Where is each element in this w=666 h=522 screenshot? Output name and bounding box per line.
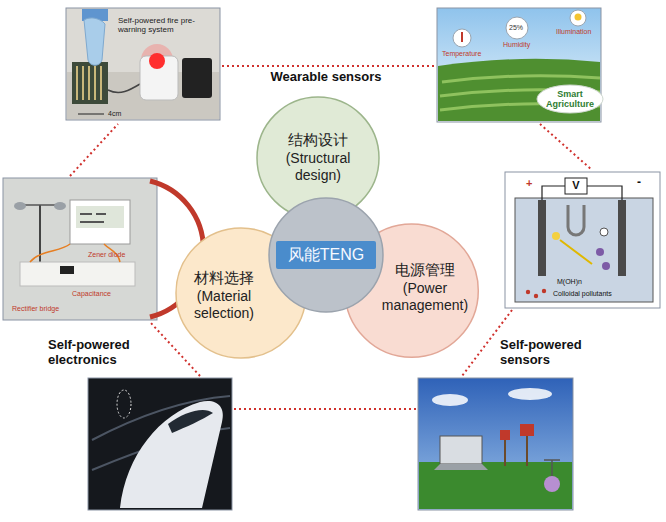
- scale-bar: [78, 114, 104, 115]
- component-label: Zener diode: [88, 251, 125, 259]
- thermometer: [461, 32, 463, 42]
- sensor-label: Humidity: [503, 41, 530, 49]
- temperature-icon: [453, 29, 471, 47]
- pollutant: [534, 294, 538, 298]
- core-circle: 风能TENG: [268, 197, 384, 313]
- display-screen: [76, 206, 124, 228]
- agriculture-photo: [437, 8, 603, 122]
- electrode: [538, 200, 546, 276]
- crop-rows: [440, 76, 600, 110]
- photo-frame: [505, 172, 660, 308]
- node-subtitle: (Structural design): [274, 150, 362, 185]
- node-title: 结构设计: [288, 131, 348, 150]
- ion-arrow: [560, 240, 592, 264]
- photo-frame: [66, 8, 220, 120]
- turbine: [544, 476, 560, 492]
- train-body: [120, 401, 223, 508]
- photo-frame: [418, 378, 573, 510]
- anemometer-photo: [3, 178, 203, 320]
- sensor-scene-photo: [418, 378, 573, 510]
- cloud: [508, 388, 552, 400]
- label-cloud: [537, 85, 603, 113]
- polarity-sign: +: [526, 177, 532, 190]
- sensor-device: [520, 424, 534, 436]
- text-group: 电源管理(Power management): [379, 261, 471, 315]
- wire: [108, 84, 140, 92]
- posts: [505, 436, 527, 466]
- pollutant: [542, 289, 546, 293]
- photo-frame: [437, 8, 601, 122]
- finger: [84, 18, 105, 65]
- dotted-link: [540, 124, 592, 170]
- ion: [596, 248, 604, 256]
- core-chip-text: 风能TENG: [276, 241, 376, 269]
- cup-arm: [22, 204, 58, 206]
- category-label: Self-powered electronics: [48, 338, 152, 368]
- red-light: [149, 53, 165, 69]
- cloud: [432, 394, 468, 406]
- polarity-sign: -: [637, 176, 641, 190]
- laptop-base: [434, 464, 488, 470]
- text-group: 材料选择(Material selection): [188, 269, 260, 323]
- component: [60, 266, 74, 274]
- node-subtitle: (Power management): [379, 280, 471, 315]
- electrode-strips: [77, 66, 101, 100]
- photo-frame: [88, 378, 232, 510]
- node-title: 电源管理: [395, 261, 455, 280]
- value-label: 25%: [509, 24, 523, 32]
- mast: [39, 205, 41, 262]
- bulb: [575, 14, 582, 21]
- category-label: Wearable sensors: [261, 70, 391, 85]
- display-box: [70, 200, 130, 244]
- text-group: 风能TENG: [276, 241, 376, 269]
- illumination-icon: [570, 10, 586, 26]
- train-window: [168, 410, 213, 433]
- voltmeter: [565, 178, 587, 194]
- scale-label: 4cm: [108, 110, 121, 118]
- ion: [552, 232, 560, 240]
- ion: [600, 228, 608, 236]
- container: [515, 198, 653, 302]
- sensor-board: [72, 62, 108, 104]
- sensor-label: Temperature: [442, 50, 481, 58]
- u-tube: [568, 205, 584, 235]
- anemometer: [544, 460, 560, 476]
- battery: [182, 58, 212, 98]
- grass: [419, 462, 572, 509]
- sensor-label: Illumination: [556, 28, 591, 36]
- train-photo: [88, 378, 232, 510]
- dotted-link: [234, 408, 416, 410]
- breadboard: [20, 262, 135, 286]
- photo-frame: [3, 178, 157, 320]
- component-label: Capacitance: [72, 290, 111, 298]
- meter-label: V: [565, 179, 587, 192]
- electrolysis-photo: [505, 172, 660, 308]
- cup: [14, 202, 26, 210]
- pollutant: [526, 290, 530, 294]
- node-subtitle: (Material selection): [188, 288, 260, 323]
- photo-caption: Self-powered fire pre-warning system: [118, 16, 216, 34]
- badge-label: Smart Agriculture: [545, 89, 595, 110]
- dotted-link: [70, 124, 118, 176]
- node-title: 材料选择: [194, 269, 254, 288]
- electrode: [618, 200, 626, 276]
- chemical-label: Colloidal pollutants: [553, 290, 612, 298]
- ion: [602, 262, 610, 270]
- cup: [54, 202, 66, 210]
- circle-shape: [269, 198, 383, 312]
- sensor-device: [500, 430, 510, 440]
- chemical-label: M(OH)n: [557, 278, 582, 286]
- dotted-link: [222, 65, 435, 67]
- digits: [80, 214, 106, 222]
- fire-warning-photo: [66, 8, 220, 120]
- component-label: Rectifier bridge: [12, 305, 59, 313]
- category-label: Self-powered sensors: [500, 338, 600, 368]
- humidity-icon: [506, 17, 528, 39]
- wind-marker: [117, 390, 131, 418]
- text-group: 结构设计(Structural design): [274, 131, 362, 185]
- laptop-screen: [440, 436, 482, 464]
